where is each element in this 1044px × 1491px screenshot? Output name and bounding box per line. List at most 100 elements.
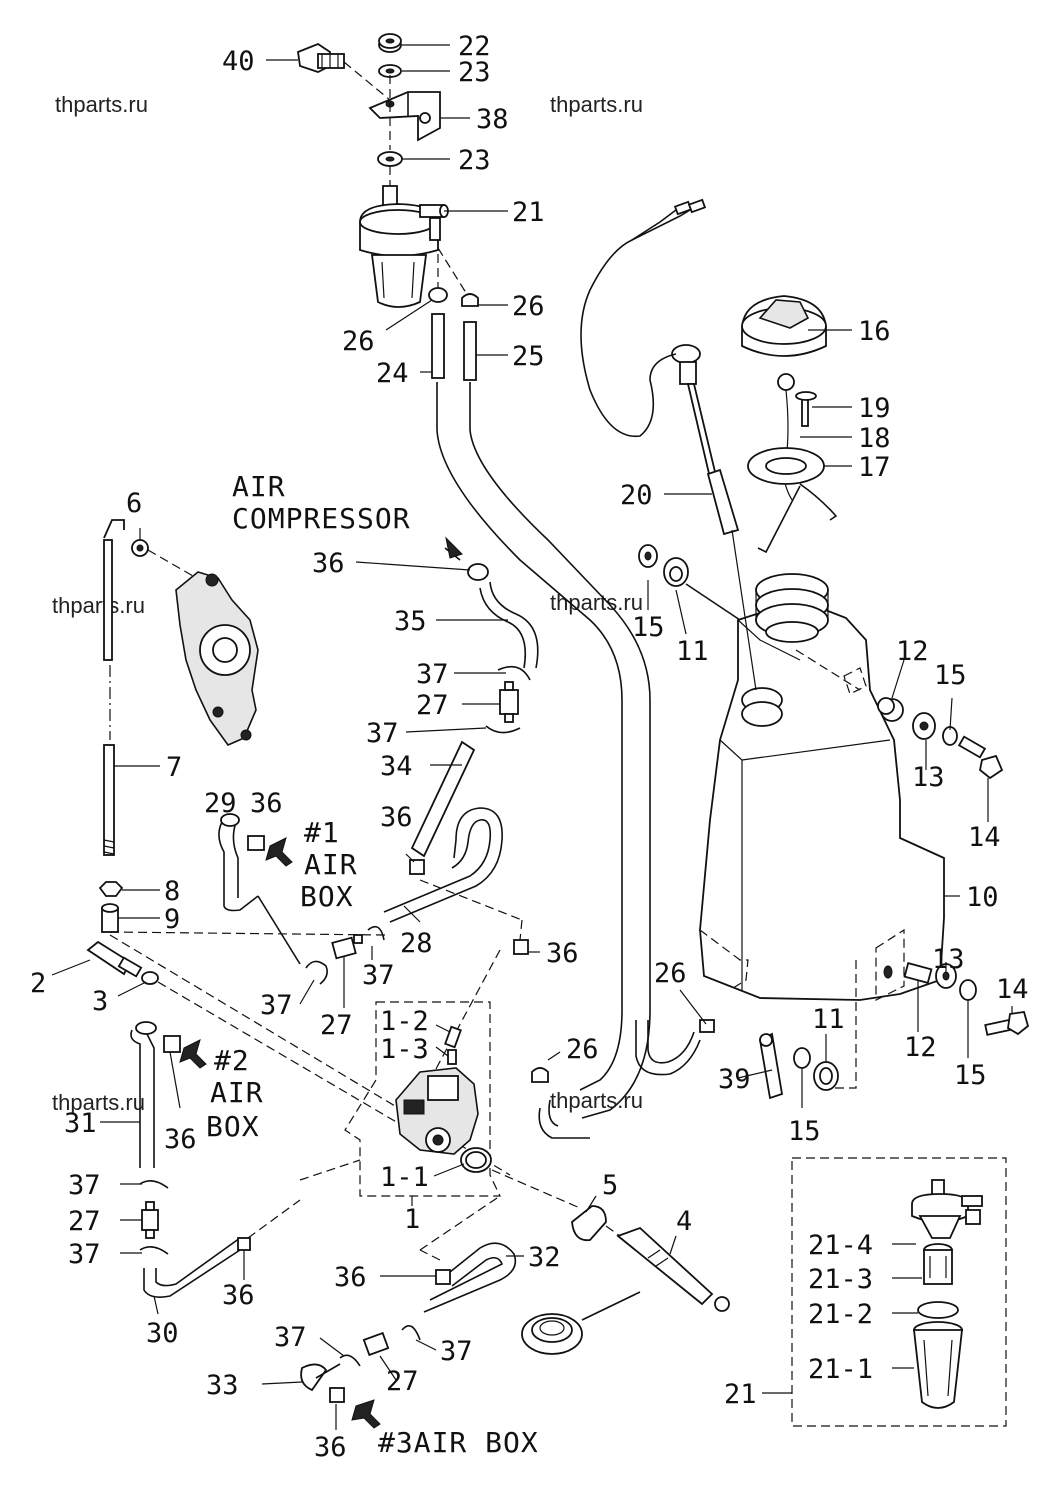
callout-1-1: 1-1 [380, 1162, 429, 1193]
callout-37: 37 [416, 659, 449, 690]
screw-1-3 [447, 1049, 457, 1065]
pin-19 [777, 373, 817, 427]
pin-2 [86, 940, 143, 978]
callout-21: 21 [724, 1379, 757, 1410]
callout-27: 27 [386, 1366, 419, 1397]
filter-21-box [791, 1157, 1007, 1427]
leader-lines [51, 44, 1013, 1430]
callout-37: 37 [440, 1336, 473, 1367]
clamp-36-31 [163, 1035, 181, 1053]
collar-12-lower [903, 962, 933, 984]
callout-26: 26 [566, 1034, 599, 1065]
fuel-cap-16 [741, 295, 827, 357]
callout-15: 15 [632, 612, 665, 643]
air-box-1-label: BOX [300, 880, 354, 913]
air-box-1-label: #1 [304, 816, 340, 849]
rod-bracket-6 [103, 519, 149, 661]
callout-27: 27 [320, 1010, 353, 1041]
callout-15: 15 [934, 660, 967, 691]
clip-37-32-right [401, 1324, 421, 1341]
grommet-11-lower [813, 1061, 839, 1091]
watermark: thparts.ru [52, 593, 145, 618]
bolt-40 [297, 42, 345, 73]
clamp-26-right-lower [699, 1019, 715, 1033]
stud-7 [103, 744, 115, 856]
callout-11: 11 [676, 636, 709, 667]
clip-37-32-left [339, 1354, 361, 1367]
callout-21-3: 21-3 [808, 1264, 873, 1295]
callout-15: 15 [954, 1060, 987, 1091]
callout-labels: 40 22 23 38 23 21 26 26 24 25 16 19 18 1… [30, 31, 1029, 1463]
clamp-26-lower [531, 1067, 549, 1083]
washer-3 [141, 971, 159, 985]
clamp-36-30 [237, 1237, 251, 1251]
callout-2: 2 [30, 968, 46, 999]
element-21-3 [923, 1243, 953, 1285]
clip-37-b [367, 925, 385, 941]
check-valve-27-upper [499, 681, 519, 723]
bolt-14-lower [984, 1010, 1030, 1036]
callout-38: 38 [476, 104, 509, 135]
callout-36: 36 [222, 1280, 255, 1311]
mount-bracket [175, 571, 259, 746]
callout-27: 27 [416, 690, 449, 721]
hose-32 [423, 1242, 517, 1313]
callout-37: 37 [366, 718, 399, 749]
callout-37: 37 [274, 1322, 307, 1353]
grommet [521, 1313, 583, 1355]
callout-25: 25 [512, 341, 545, 372]
callout-21-4: 21-4 [808, 1230, 873, 1261]
callout-37: 37 [68, 1170, 101, 1201]
collar-12-upper [877, 697, 904, 722]
hose-34 [410, 740, 476, 858]
callout-36: 36 [334, 1262, 367, 1293]
oring-1-1 [460, 1147, 492, 1173]
washer-15-upper [638, 544, 658, 568]
callout-37: 37 [362, 960, 395, 991]
filler-neck [755, 573, 829, 643]
callout-1-2: 1-2 [380, 1006, 429, 1037]
bolt-14-upper [957, 735, 1004, 780]
hose-28 [383, 807, 503, 923]
grommet-11-upper [663, 557, 689, 587]
callout-28: 28 [400, 928, 433, 959]
callout-27: 27 [68, 1206, 101, 1237]
nut-8 [98, 881, 124, 897]
watermark: thparts.ru [55, 92, 148, 117]
callout-21: 21 [512, 197, 545, 228]
callout-6: 6 [126, 488, 142, 519]
air-box-3-label: #3AIR BOX [378, 1426, 539, 1459]
bowl-21-1 [912, 1321, 964, 1409]
air-box-2-label: AIR [210, 1076, 264, 1109]
clip-37-31-top [139, 1180, 169, 1189]
clamp-26-left [428, 287, 448, 303]
callout-29: 29 [204, 788, 237, 819]
callout-33: 33 [206, 1370, 239, 1401]
hose-31 [130, 1021, 157, 1168]
watermark: thparts.ru [52, 1090, 145, 1115]
hose-25 [463, 321, 477, 381]
callout-26: 26 [512, 291, 545, 322]
callout-19: 19 [858, 393, 891, 424]
callout-32: 32 [528, 1242, 561, 1273]
air-compressor-label: COMPRESSOR [232, 502, 411, 535]
bolt-1-2 [444, 1025, 462, 1049]
callout-14: 14 [996, 974, 1029, 1005]
hose-24 [431, 313, 445, 379]
gasket-17 [747, 447, 838, 554]
filter-head-21-4 [911, 1179, 983, 1239]
watermark: thparts.ru [550, 92, 643, 117]
collar-9 [101, 903, 119, 933]
washer-15-lower [793, 1047, 811, 1069]
callout-36: 36 [250, 788, 283, 819]
callout-5: 5 [602, 1170, 618, 1201]
fuel-filter-21 [359, 185, 449, 308]
callout-1: 1 [404, 1204, 420, 1235]
bracket-38 [368, 91, 441, 142]
callout-12: 12 [904, 1032, 937, 1063]
callout-3: 3 [92, 986, 108, 1017]
callout-8: 8 [164, 876, 180, 907]
callout-36: 36 [546, 938, 579, 969]
callout-1-3: 1-3 [380, 1034, 429, 1065]
